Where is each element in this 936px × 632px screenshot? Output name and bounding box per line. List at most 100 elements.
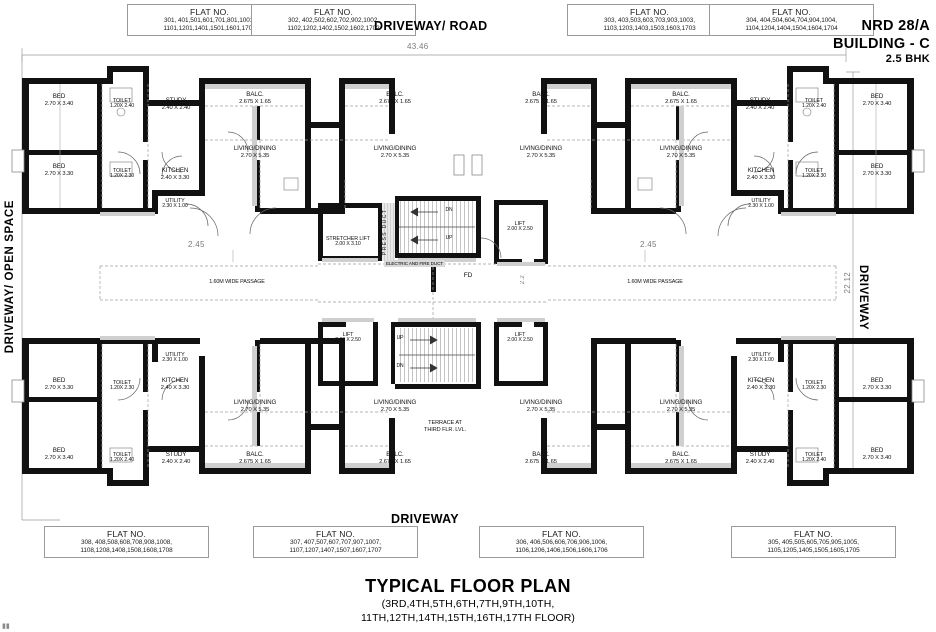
passage-label-right: 1.60M WIDE PASSAGE (627, 279, 683, 285)
room-label-kitchen: KITCHEN 2.40 X 3.30 (150, 167, 200, 181)
bottom-edge-label: DRIVEWAY (391, 512, 459, 526)
building-title-block: NRD 28/A BUILDING - C 2.5 BHK (833, 18, 930, 67)
offset-dimension-right: 2.45 (640, 240, 657, 249)
room-label-toilet: TOILET 1.20X 2.30 (792, 380, 836, 392)
building-type: 2.5 BHK (885, 53, 930, 66)
flat-callout-title: FLAT NO. (315, 529, 356, 539)
room-label-utility: UTILITY 2.30 X 1.00 (150, 198, 200, 210)
room-label-toilet: TOILET 1.20X 2.40 (792, 452, 836, 464)
room-dimension: 2.40 X 2.40 (161, 458, 191, 465)
plan-subtitle-line2: 11TH,12TH,14TH,15TH,16TH,17TH FLOOR) (360, 612, 576, 625)
room-dimension: 2.70 X 3.30 (44, 384, 74, 391)
flat-callout-304: FLAT NO. 304, 404,504,604,704,904,1004, … (709, 4, 874, 37)
core-name: LIFT (514, 332, 526, 338)
flat-callout-numbers-line2: 1108,1208,1408,1508,1608,1708 (80, 546, 173, 554)
room-dimension: 2.70 X 5.35 (240, 152, 270, 159)
flat-callout-numbers-line1: 301, 401,501,601,701,801,1001, (164, 17, 255, 25)
core-label-stretcher-lift: STRETCHER LIFT 2.00 X 3.10 (320, 236, 376, 248)
room-dimension: 2.40 X 3.30 (160, 174, 190, 181)
top-edge-label: DRIVEWAY/ ROAD (374, 19, 488, 33)
room-name: BALC. (386, 91, 404, 98)
room-label-bed: BED 2.70 X 3.40 (22, 93, 96, 107)
room-dimension: 1.20X 2.30 (109, 385, 135, 392)
terrace-note-line1: TERRACE AT (428, 420, 462, 426)
room-name: LIVING/DINING (373, 145, 417, 152)
flat-callout-306: FLAT NO. 306, 406,506,606,706,906,1006, … (479, 526, 644, 559)
flat-callout-numbers-line1: 304, 404,504,604,704,904,1004, (746, 17, 837, 25)
room-dimension: 2.70 X 5.35 (526, 152, 556, 159)
room-label-toilet: TOILET 1.20X 2.30 (100, 168, 144, 180)
room-dimension: 2.40 X 2.40 (745, 104, 775, 111)
flat-callout-numbers-line1: 307, 407,507,607,707,907,1007, (290, 539, 381, 547)
building-code: NRD 28/A (861, 18, 930, 34)
flat-callout-title: FLAT NO. (189, 7, 230, 17)
room-dimension: 1.20X 2.30 (801, 173, 827, 180)
room-dimension: 2.40 X 3.30 (746, 174, 776, 181)
room-label-toilet: TOILET 1.20X 2.40 (100, 98, 144, 110)
flat-callout-title: FLAT NO. (629, 7, 670, 17)
room-name: LIVING/DINING (659, 399, 703, 406)
room-dimension: 2.70 X 5.35 (380, 406, 410, 413)
flat-callout-title: FLAT NO. (313, 7, 354, 17)
core-label-lift-top-right: LIFT 2.00 X 2.50 (494, 221, 546, 233)
scale-mark: ▮▮ (2, 623, 10, 630)
stair-direction-up-lower: UP (396, 335, 404, 341)
flat-callout-numbers-line2: 1107,1207,1407,1507,1607,1707 (289, 546, 382, 554)
press-duct-label: PRESS DUCT (382, 208, 388, 256)
room-name: LIVING/DINING (519, 145, 563, 152)
room-label-utility: UTILITY 2.30 X 1.00 (150, 352, 200, 364)
room-dimension: 2.70 X 3.30 (862, 384, 892, 391)
room-dimension: 2.675 X 1.65 (239, 458, 271, 465)
core-dimension: 2.00 X 2.50 (335, 337, 361, 344)
room-dimension: 2.675 X 1.65 (239, 98, 271, 105)
room-label-toilet: TOILET 1.20X 2.40 (792, 98, 836, 110)
room-dimension: 2.30 X 1.00 (748, 357, 774, 364)
room-label-bed: BED 2.70 X 3.30 (22, 163, 96, 177)
plan-title-block: TYPICAL FLOOR PLAN (3RD,4TH,5TH,6TH,7TH,… (0, 576, 936, 625)
flat-callout-title: FLAT NO. (106, 529, 147, 539)
room-name: TOILET (112, 380, 132, 386)
room-dimension: 2.30 X 1.00 (748, 203, 774, 210)
room-name: LIVING/DINING (233, 399, 277, 406)
room-label-living-dining: LIVING/DINING 2.70 X 5.35 (492, 399, 590, 413)
room-dimension: 2.40 X 3.30 (746, 384, 776, 391)
flat-callout-numbers-line2: 1101,1201,1401,1501,1601,1701 (163, 24, 256, 32)
room-name: BALC. (246, 451, 264, 458)
room-label-kitchen: KITCHEN 2.40 X 3.30 (150, 377, 200, 391)
room-label-study: STUDY 2.40 X 2.40 (736, 451, 784, 465)
terrace-note-line2: THIRD FLR. LVL. (424, 427, 466, 434)
flat-callout-302: FLAT NO. 302, 402,502,602,702,902,1002, … (251, 4, 416, 37)
room-label-bed: BED 2.70 X 3.40 (840, 93, 914, 107)
room-dimension: 2.70 X 5.35 (666, 406, 696, 413)
room-name: BALC. (672, 91, 690, 98)
core-dimension-vertical: 2.2 (520, 275, 526, 285)
flat-callout-308: FLAT NO. 308, 408,508,608,708,908,1008, … (44, 526, 209, 559)
room-name: TOILET (804, 98, 824, 104)
plan-subtitle-line1: (3RD,4TH,5TH,6TH,7TH,9TH,10TH, (381, 598, 555, 610)
room-name: BED (870, 377, 884, 384)
room-label-balcony: BALC. 2.675 X 1.65 (346, 451, 444, 465)
room-dimension: 2.70 X 5.35 (380, 152, 410, 159)
fire-door-label: FD (463, 272, 473, 279)
room-label-kitchen: KITCHEN 2.40 X 3.30 (736, 377, 786, 391)
room-name: STUDY (165, 451, 187, 458)
room-name: BED (52, 163, 66, 170)
room-dimension: 2.70 X 3.40 (44, 100, 74, 107)
offset-dimension-left: 2.45 (188, 240, 205, 249)
core-dimension: 2.00 X 3.10 (335, 241, 361, 248)
overall-width-dimension: 43.46 (407, 42, 429, 51)
flat-callout-numbers-line2: 1102,1202,1402,1502,1602,1702 (287, 24, 380, 32)
room-dimension: 2.40 X 2.40 (745, 458, 775, 465)
room-label-balcony: BALC. 2.675 X 1.65 (632, 451, 730, 465)
room-name: KITCHEN (747, 377, 775, 384)
room-dimension: 1.20X 2.40 (801, 103, 827, 110)
room-label-living-dining: LIVING/DINING 2.70 X 5.35 (346, 145, 444, 159)
room-dimension: 2.675 X 1.65 (665, 458, 697, 465)
room-name: UTILITY (751, 198, 771, 204)
room-label-utility: UTILITY 2.30 X 1.00 (736, 352, 786, 364)
room-name: STUDY (749, 97, 771, 104)
flat-callout-numbers-line2: 1106,1206,1406,1506,1606,1706 (515, 546, 608, 554)
room-name: BED (52, 447, 66, 454)
room-label-toilet: TOILET 1.20X 2.40 (100, 452, 144, 464)
